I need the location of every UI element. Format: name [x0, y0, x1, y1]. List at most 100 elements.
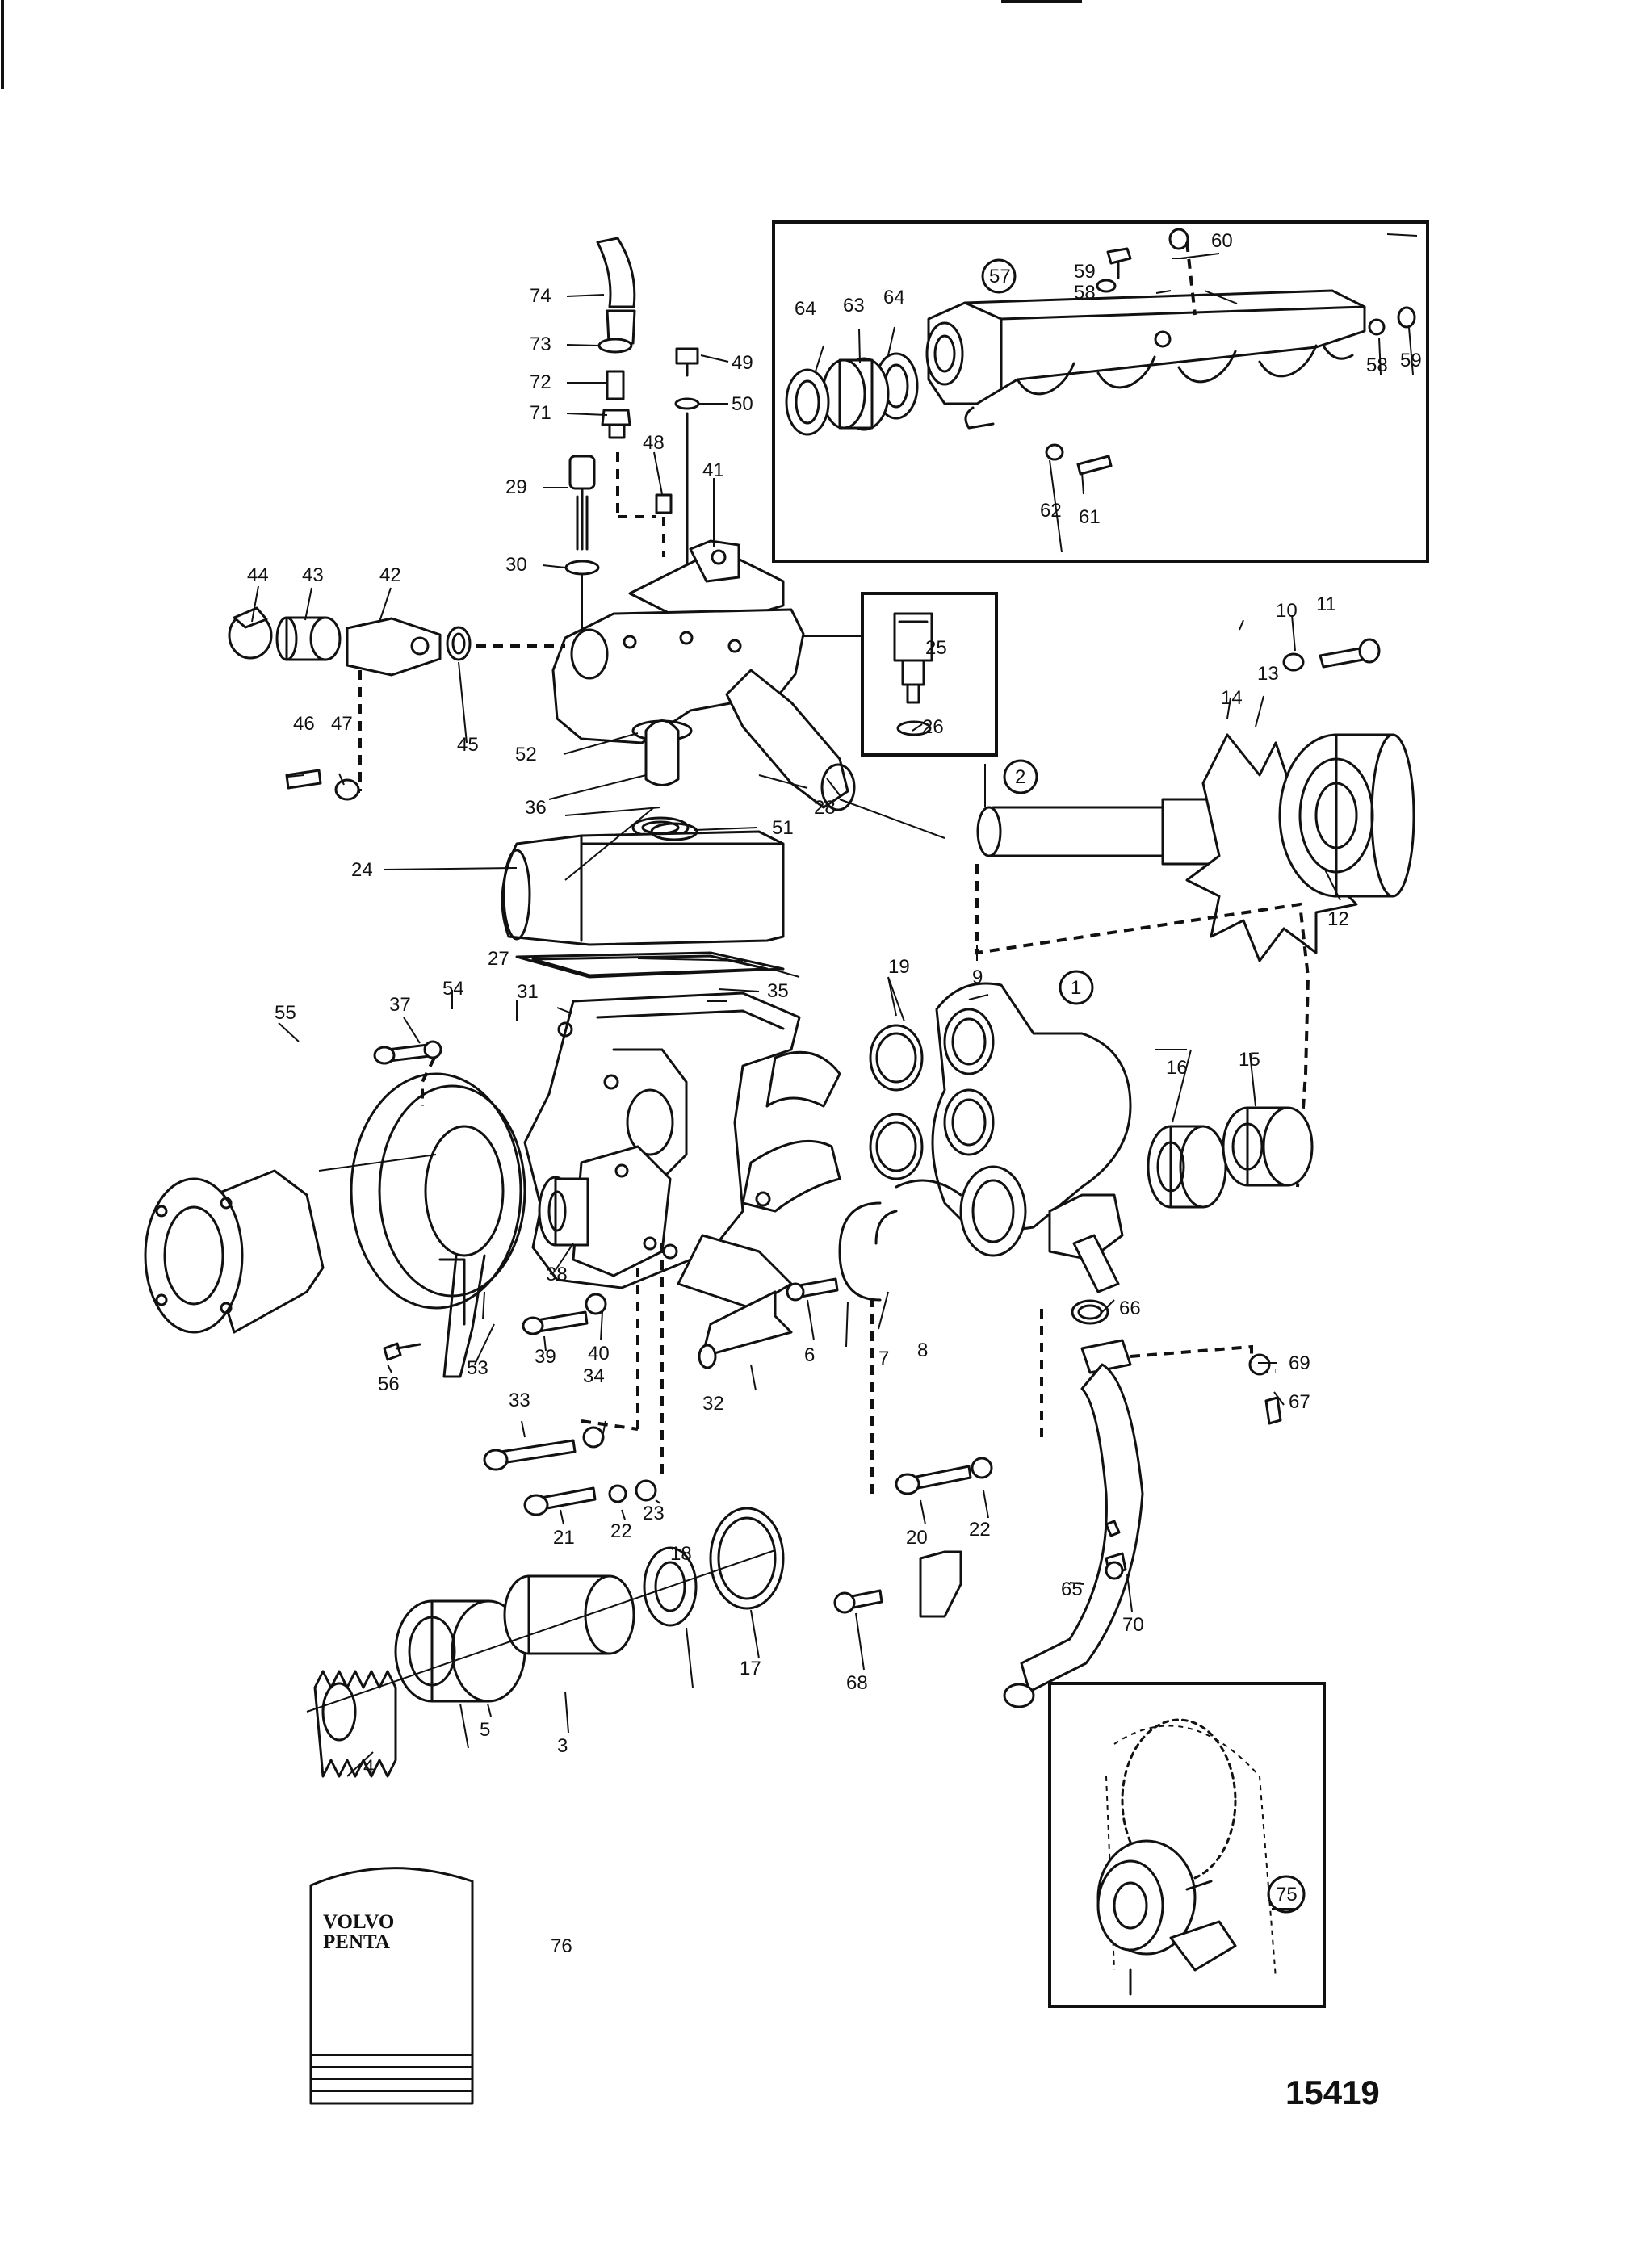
impeller-assembly — [976, 638, 1415, 962]
callout-58a: 58 — [1074, 282, 1096, 304]
callout-3: 3 — [557, 1735, 568, 1757]
callout-55: 55 — [275, 1002, 296, 1024]
callout-63: 63 — [843, 295, 865, 317]
index-link — [975, 864, 1310, 1188]
callout-42: 42 — [379, 564, 401, 586]
callout-30: 30 — [505, 554, 527, 576]
callout-28: 28 — [814, 797, 836, 819]
callout-52: 52 — [515, 744, 537, 765]
callout-62: 62 — [1040, 500, 1062, 522]
callout-64b: 64 — [883, 287, 905, 308]
heat-exchanger-24 — [501, 822, 785, 946]
callout-38: 38 — [546, 1264, 568, 1285]
callout-46: 46 — [293, 713, 315, 735]
callout-56: 56 — [378, 1373, 400, 1395]
callout-12: 12 — [1327, 908, 1349, 930]
inset-belt-tensioner — [1048, 1682, 1326, 2008]
callout-54: 54 — [442, 978, 464, 1000]
callout-37: 37 — [389, 994, 411, 1016]
callout-51: 51 — [772, 817, 794, 839]
thermostat-housing — [551, 539, 856, 811]
flywheel-housing-55 — [144, 1169, 325, 1334]
inset-exhaust-manifold — [772, 220, 1429, 563]
callout-9: 9 — [972, 966, 983, 988]
callout-64a: 64 — [795, 298, 816, 320]
callout-34: 34 — [583, 1365, 605, 1387]
brand-line-1: VOLVO — [323, 1911, 394, 1933]
callout-26: 26 — [922, 716, 944, 738]
drawing-number: 15419 — [1285, 2073, 1380, 2111]
callout-58b: 58 — [1366, 354, 1388, 376]
callout-27: 27 — [488, 948, 509, 970]
callout-5: 5 — [480, 1719, 490, 1741]
callout-72: 72 — [530, 371, 551, 393]
callout-67: 67 — [1289, 1391, 1310, 1413]
callout-49: 49 — [732, 352, 753, 374]
callout-59a: 59 — [1074, 261, 1096, 283]
callout-22b: 22 — [969, 1519, 991, 1541]
callout-74: 74 — [530, 285, 551, 307]
callout-75: 75 — [1276, 1884, 1298, 1906]
callout-66: 66 — [1119, 1298, 1141, 1319]
callout-40: 40 — [588, 1343, 610, 1365]
callout-53: 53 — [467, 1357, 488, 1379]
shaft-stack — [306, 1507, 785, 1778]
callout-45: 45 — [457, 734, 479, 756]
callout-69: 69 — [1289, 1352, 1310, 1374]
callout-65: 65 — [1061, 1579, 1083, 1600]
callout-21: 21 — [553, 1527, 575, 1549]
callout-25: 25 — [925, 637, 947, 659]
bolts-20-22 — [895, 1457, 993, 1495]
callout-23: 23 — [643, 1503, 665, 1524]
manual-booklet-76: VOLVO PENTA — [309, 1867, 474, 2105]
callout-13: 13 — [1257, 663, 1279, 685]
callout-44: 44 — [247, 564, 269, 586]
callout-41: 41 — [702, 459, 724, 481]
callout-20: 20 — [906, 1527, 928, 1549]
outlet-connection-parts — [228, 606, 565, 801]
callout-76: 76 — [551, 1935, 572, 1957]
callout-39: 39 — [535, 1346, 556, 1368]
callout-22a: 22 — [610, 1520, 632, 1542]
callout-31: 31 — [517, 981, 539, 1003]
seal-rings-19 — [869, 1024, 924, 1180]
callout-48: 48 — [643, 432, 665, 454]
callout-70: 70 — [1122, 1614, 1144, 1636]
callout-6: 6 — [804, 1344, 815, 1366]
callout-17: 17 — [740, 1658, 761, 1679]
callout-14: 14 — [1221, 687, 1243, 709]
water-pipe-65 — [833, 1234, 1282, 1708]
hose-and-fittings — [596, 237, 700, 567]
callout-73: 73 — [530, 333, 551, 355]
bolts-lower-left — [373, 1040, 664, 1516]
volute-casing-9 — [931, 982, 1132, 1261]
callout-19: 19 — [888, 956, 910, 978]
callout-16: 16 — [1166, 1057, 1188, 1079]
callout-57: 57 — [989, 266, 1011, 287]
callout-labels: 74 73 72 71 29 30 49 50 48 41 44 43 42 4… — [247, 230, 1422, 1957]
callout-7: 7 — [878, 1348, 889, 1369]
callout-2: 2 — [1015, 766, 1025, 788]
callout-1: 1 — [1071, 977, 1081, 999]
callout-11: 11 — [1316, 593, 1336, 615]
callout-61: 61 — [1079, 506, 1101, 528]
callout-33: 33 — [509, 1390, 530, 1411]
gaskets-27-35 — [515, 951, 785, 979]
callout-24: 24 — [351, 859, 373, 881]
callout-36: 36 — [525, 797, 547, 819]
pulley-and-belt — [318, 1072, 526, 1378]
callout-15: 15 — [1239, 1049, 1260, 1071]
callout-71: 71 — [530, 402, 551, 424]
callout-43: 43 — [302, 564, 324, 586]
clips-7-8 — [786, 1179, 962, 1302]
callout-59b: 59 — [1400, 350, 1422, 371]
pump-housing-31 — [523, 992, 841, 1310]
callout-60: 60 — [1211, 230, 1233, 252]
callout-10: 10 — [1276, 600, 1298, 622]
callout-29: 29 — [505, 476, 527, 498]
bearings-15-16 — [1147, 1106, 1314, 1209]
callout-4: 4 — [363, 1756, 374, 1778]
callout-68: 68 — [846, 1672, 868, 1694]
callout-47: 47 — [331, 713, 353, 735]
